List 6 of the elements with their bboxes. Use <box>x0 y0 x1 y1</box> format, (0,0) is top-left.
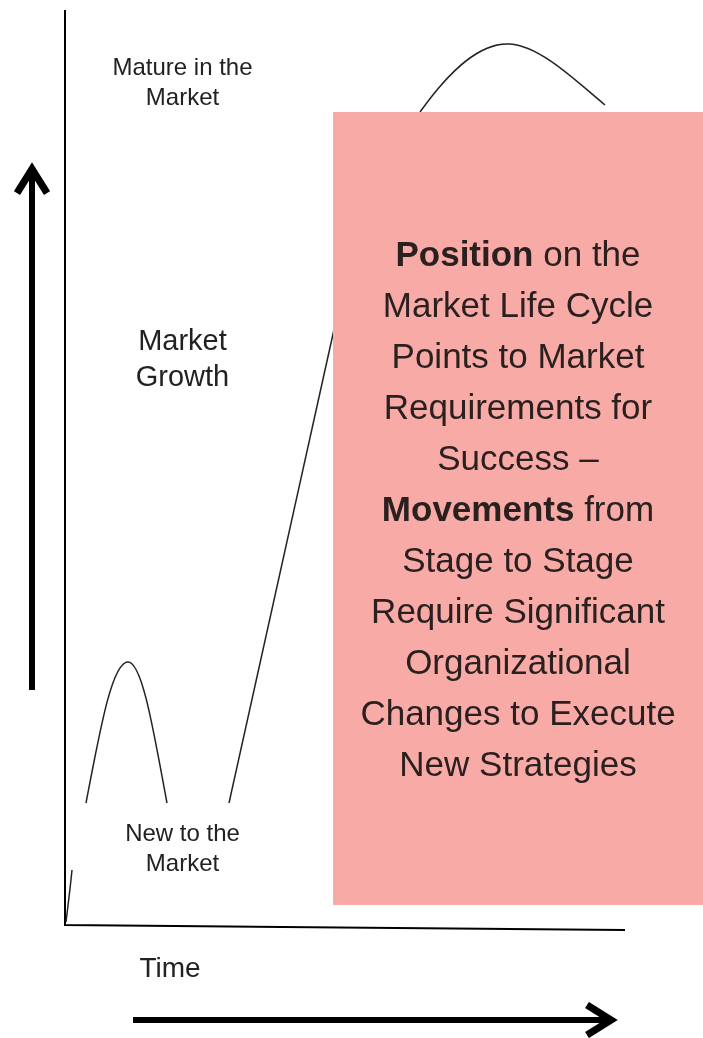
axis-label: Time <box>138 951 202 985</box>
stage-label: New to the Market <box>124 818 241 878</box>
callout-text: Position on the Market Life Cycle Points to Market Requirements for Success – Movements from Stage to Stage Require Significant Organizational Changes to Execute New Strategies <box>359 233 677 785</box>
callout-box <box>333 112 703 905</box>
stage-label: Market Growth <box>134 323 231 395</box>
stage-label: Mature in the Market <box>111 52 254 112</box>
